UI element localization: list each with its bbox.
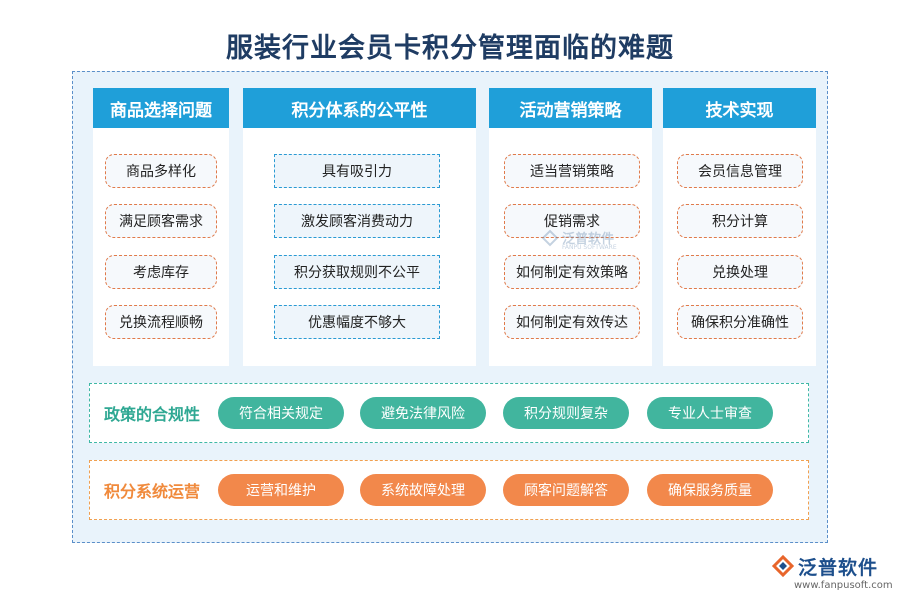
column-item: 考虑库存 <box>105 255 217 289</box>
column-header: 商品选择问题 <box>93 88 229 128</box>
watermark-logo-icon <box>541 229 559 247</box>
column-item: 激发顾客消费动力 <box>274 204 440 238</box>
column-item: 兑换处理 <box>677 255 803 289</box>
column-product-selection: 商品选择问题 商品多样化 满足顾客需求 考虑库存 兑换流程顺畅 <box>93 88 229 366</box>
column-item: 确保积分准确性 <box>677 305 803 339</box>
column-marketing-strategy: 活动营销策略 适当营销策略 促销需求 如何制定有效策略 如何制定有效传达 <box>489 88 652 366</box>
band-pill: 符合相关规定 <box>218 397 344 429</box>
brand-logo: 泛普软件 www.fanpusoft.com <box>770 553 895 593</box>
watermark-text: 泛普软件 <box>562 232 615 247</box>
page-title: 服装行业会员卡积分管理面临的难题 <box>226 33 674 64</box>
column-item: 满足顾客需求 <box>105 204 217 238</box>
brand-logo-icon <box>771 554 795 578</box>
column-item: 兑换流程顺畅 <box>105 305 217 339</box>
brand-name: 泛普软件 <box>798 557 879 579</box>
band-pill: 系统故障处理 <box>360 474 486 506</box>
column-points-fairness: 积分体系的公平性 具有吸引力 激发顾客消费动力 积分获取规则不公平 优惠幅度不够… <box>243 88 476 366</box>
brand-url: www.fanpusoft.com <box>794 580 893 591</box>
column-item: 优惠幅度不够大 <box>274 305 440 339</box>
band-pill: 专业人士审查 <box>647 397 773 429</box>
column-tech-implementation: 技术实现 会员信息管理 积分计算 兑换处理 确保积分准确性 <box>663 88 816 366</box>
band-operations: 积分系统运营 运营和维护 系统故障处理 顾客问题解答 确保服务质量 <box>89 460 809 520</box>
column-item: 如何制定有效策略 <box>504 255 640 289</box>
band-pill: 运营和维护 <box>218 474 344 506</box>
band-pill: 积分规则复杂 <box>503 397 629 429</box>
column-header: 技术实现 <box>663 88 816 128</box>
band-label: 政策的合规性 <box>104 405 201 424</box>
band-pill: 确保服务质量 <box>647 474 773 506</box>
column-header: 积分体系的公平性 <box>243 88 476 128</box>
column-item: 积分计算 <box>677 204 803 238</box>
column-item: 促销需求 <box>504 204 640 238</box>
column-header: 活动营销策略 <box>489 88 652 128</box>
column-item: 商品多样化 <box>105 154 217 188</box>
watermark: 泛普软件 FANPU SOFTWARE <box>540 228 640 258</box>
column-item: 适当营销策略 <box>504 154 640 188</box>
column-item: 积分获取规则不公平 <box>274 255 440 289</box>
watermark-subtext: FANPU SOFTWARE <box>562 244 617 251</box>
band-label: 积分系统运营 <box>104 482 201 501</box>
column-item: 如何制定有效传达 <box>504 305 640 339</box>
column-item: 会员信息管理 <box>677 154 803 188</box>
column-item: 具有吸引力 <box>274 154 440 188</box>
band-compliance: 政策的合规性 符合相关规定 避免法律风险 积分规则复杂 专业人士审查 <box>89 383 809 443</box>
band-pill: 顾客问题解答 <box>503 474 629 506</box>
band-pill: 避免法律风险 <box>360 397 486 429</box>
